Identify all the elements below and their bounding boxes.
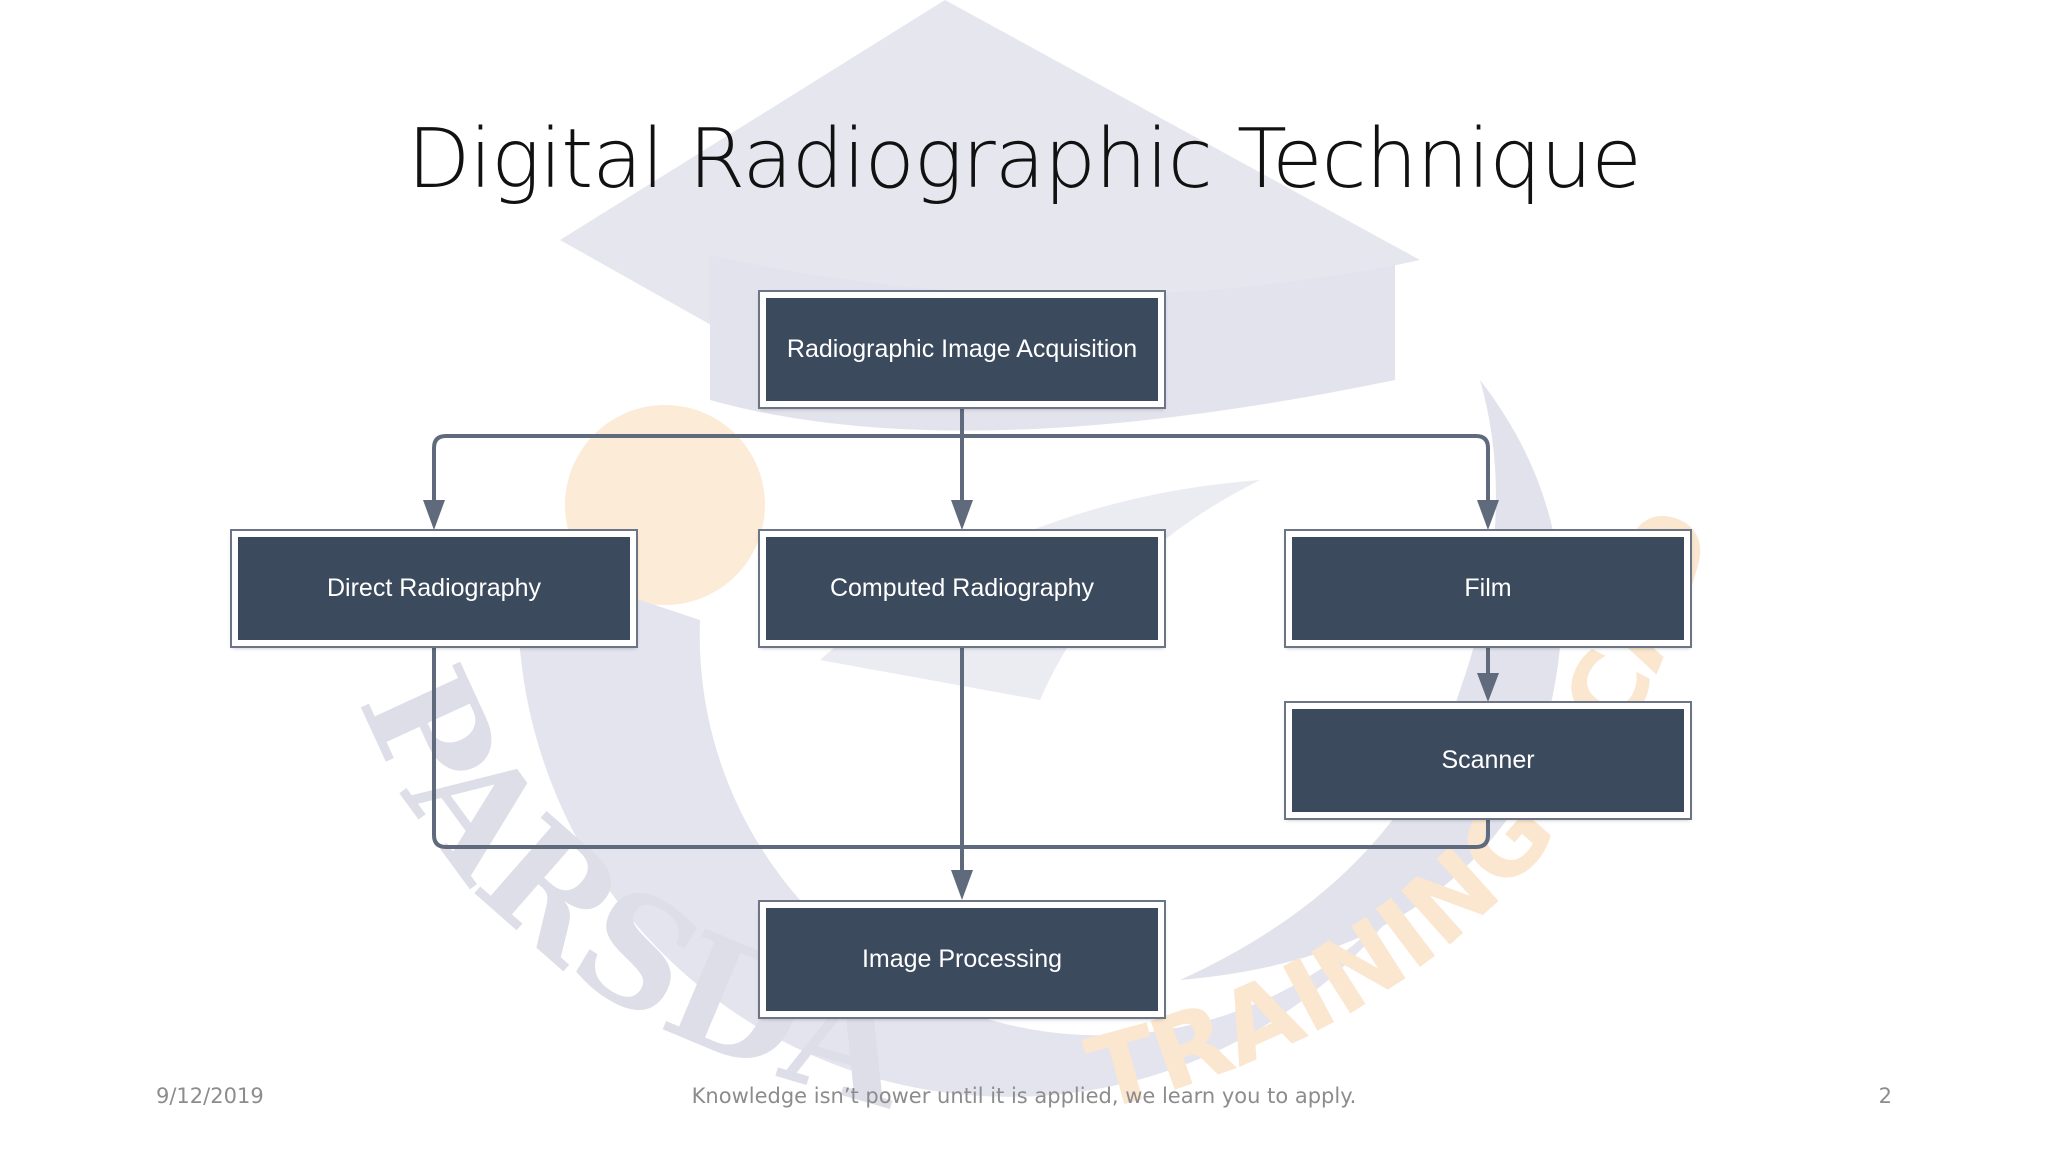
arrow-to-computed <box>951 500 973 530</box>
node-direct-radiography: Direct Radiography <box>230 529 638 648</box>
node-acquisition: Radiographic Image Acquisition <box>758 290 1166 409</box>
arrow-to-scanner <box>1477 673 1499 702</box>
node-image-processing: Image Processing <box>758 900 1166 1019</box>
connector-acquisition-split <box>432 408 1490 505</box>
footer-date: 9/12/2019 <box>156 1084 264 1108</box>
node-film: Film <box>1284 529 1692 648</box>
footer-tagline: Knowledge isn’t power until it is applie… <box>691 1084 1357 1108</box>
footer-page-number: 2 <box>1878 1084 1892 1108</box>
node-scanner: Scanner <box>1284 701 1692 820</box>
arrow-to-direct <box>423 500 445 530</box>
node-computed-radiography: Computed Radiography <box>758 529 1166 648</box>
arrow-to-processing <box>951 870 973 900</box>
arrow-to-film <box>1477 500 1499 530</box>
connector-merge <box>432 640 1490 870</box>
slide-title: Digital Radiographic Technique <box>407 112 1642 207</box>
